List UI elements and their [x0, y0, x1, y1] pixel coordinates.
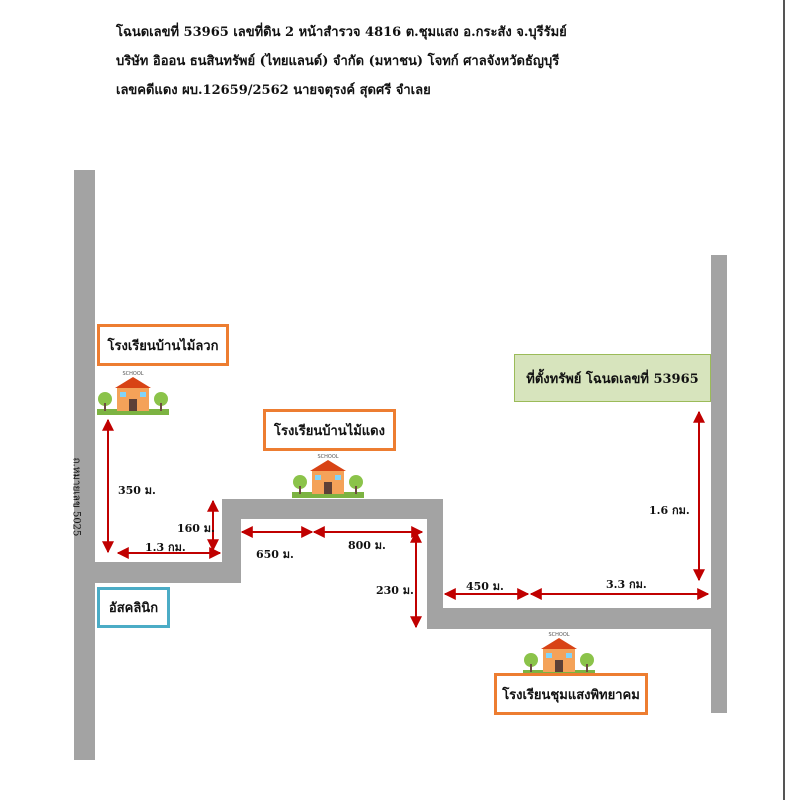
- property-location-label: ที่ตั้งทรัพย์ โฉนดเลขที่ 53965: [514, 354, 711, 402]
- school-icon: SCHOOL: [292, 454, 364, 498]
- header-case-number: เลขคดีแดง ผบ.12659/2562 นายจตุรงค์ สุดศร…: [116, 83, 431, 98]
- svg-text:SCHOOL: SCHOOL: [122, 371, 143, 377]
- road-segment-4-vertical: [427, 499, 443, 629]
- clinic-label: อัสคลินิก: [97, 587, 170, 628]
- road-segment-5: [427, 608, 727, 629]
- school-mai-luak-label: โรงเรียนบ้านไม้ลวก: [97, 324, 229, 366]
- school-mai-daeng-label: โรงเรียนบ้านไม้แดง: [263, 409, 396, 451]
- distance-3-3km: 3.3 กม.: [606, 578, 647, 591]
- page-edge-line: [783, 0, 785, 800]
- road-segment-1: [95, 562, 241, 583]
- distance-1-3km: 1.3 กม.: [145, 541, 186, 554]
- highway-5025: [74, 170, 95, 760]
- header-title-deed: โฉนดเลขที่ 53965 เลขที่ดิน 2 หน้าสำรวจ 4…: [116, 25, 567, 40]
- distance-160m: 160 ม.: [177, 522, 215, 535]
- distance-350m: 350 ม.: [118, 484, 156, 497]
- svg-text:SCHOOL: SCHOOL: [548, 632, 569, 638]
- road-segment-3: [222, 499, 443, 519]
- school-icon: SCHOOL: [97, 371, 169, 415]
- distance-800m: 800 ม.: [348, 539, 386, 552]
- distance-1-6km: 1.6 กม.: [649, 504, 690, 517]
- distance-650m: 650 ม.: [256, 548, 294, 561]
- header: โฉนดเลขที่ 53965 เลขที่ดิน 2 หน้าสำรวจ 4…: [116, 18, 567, 105]
- road-segment-2-vertical: [222, 499, 241, 583]
- distance-450m: 450 ม.: [466, 580, 504, 593]
- header-parties: บริษัท อิออน ธนสินทรัพย์ (ไทยแลนด์) จำกั…: [116, 54, 560, 69]
- school-chumsaeng-label: โรงเรียนชุมแสงพิทยาคม: [494, 673, 648, 715]
- svg-text:SCHOOL: SCHOOL: [317, 454, 338, 460]
- distance-230m: 230 ม.: [376, 584, 414, 597]
- road-to-property: [711, 255, 727, 713]
